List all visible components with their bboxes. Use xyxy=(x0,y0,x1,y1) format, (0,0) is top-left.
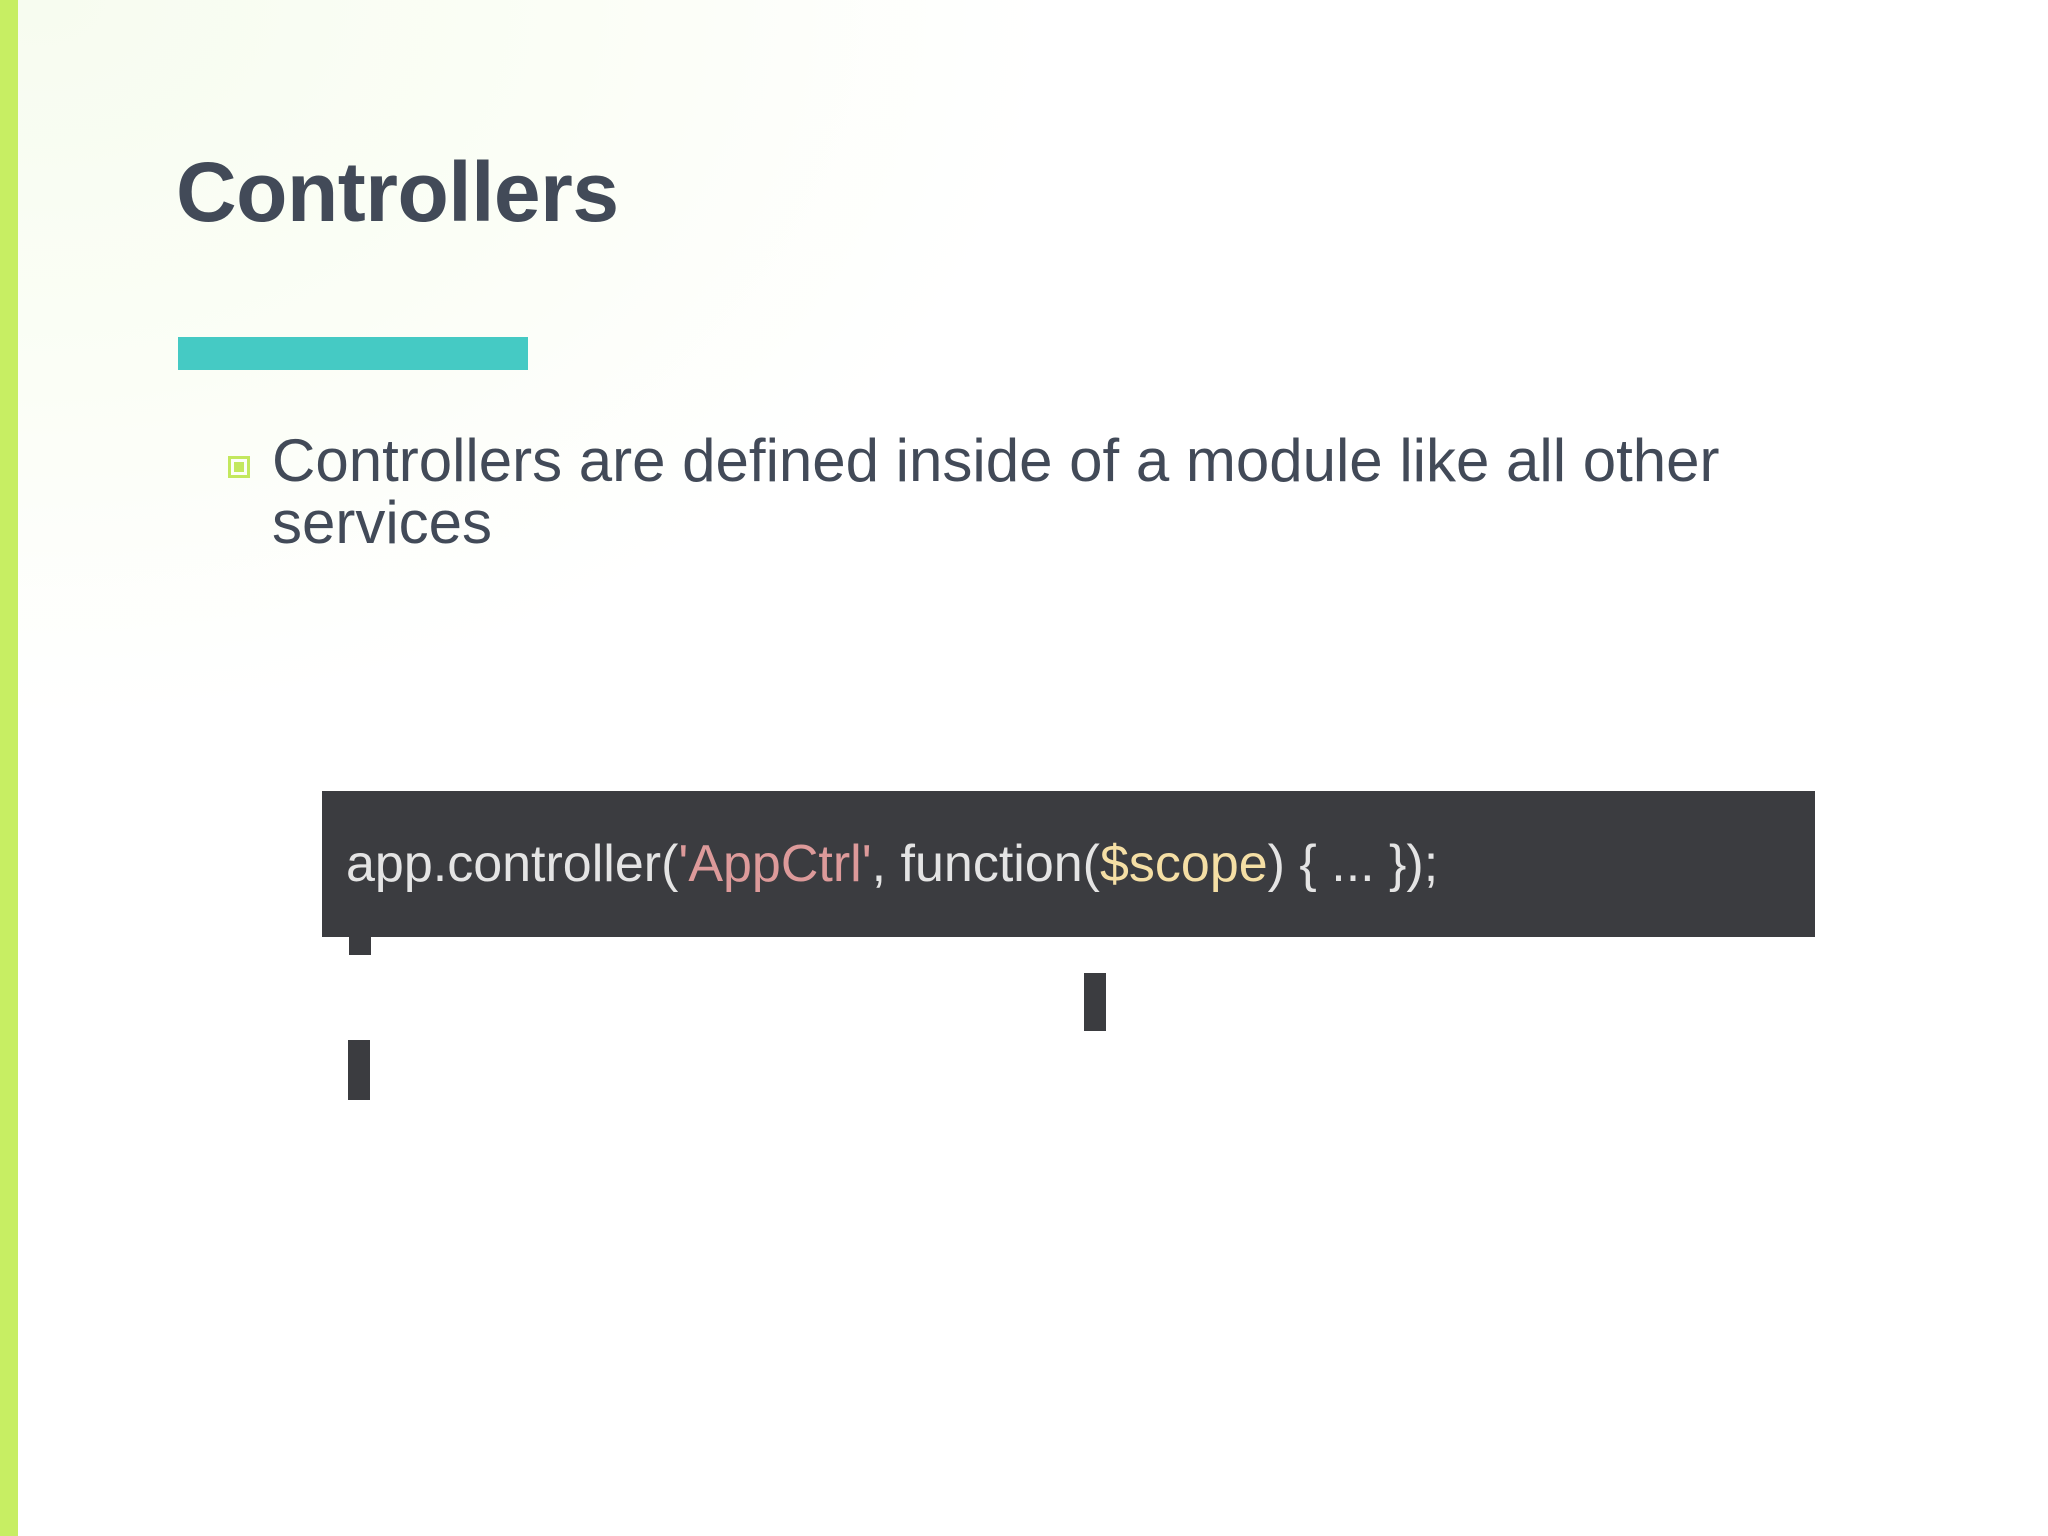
square-bullet-icon xyxy=(228,456,250,478)
tick-under-controller-name xyxy=(348,1040,370,1100)
bullet-list-item: Controllers are defined inside of a modu… xyxy=(228,427,1868,557)
tick-under-scope xyxy=(1084,973,1106,1031)
code-block: app.controller('AppCtrl', function($scop… xyxy=(322,791,1815,937)
bullet-item-label: Controllers are defined inside of a modu… xyxy=(272,427,1720,557)
page-title: Controllers xyxy=(176,145,619,239)
code-line: app.controller('AppCtrl', function($scop… xyxy=(322,838,1438,890)
tick-under-code-left xyxy=(349,933,371,955)
left-edge-accent-bar xyxy=(0,0,18,1536)
code-token-controller-name: 'AppCtrl' xyxy=(678,835,872,893)
code-token-body-close: ) { ... }); xyxy=(1267,835,1439,893)
code-token-scope-param: $scope xyxy=(1099,835,1268,893)
title-underline-accent xyxy=(178,337,528,370)
code-token-function-open: , function( xyxy=(871,835,1100,893)
code-token-app-controller: app.controller( xyxy=(346,835,679,893)
